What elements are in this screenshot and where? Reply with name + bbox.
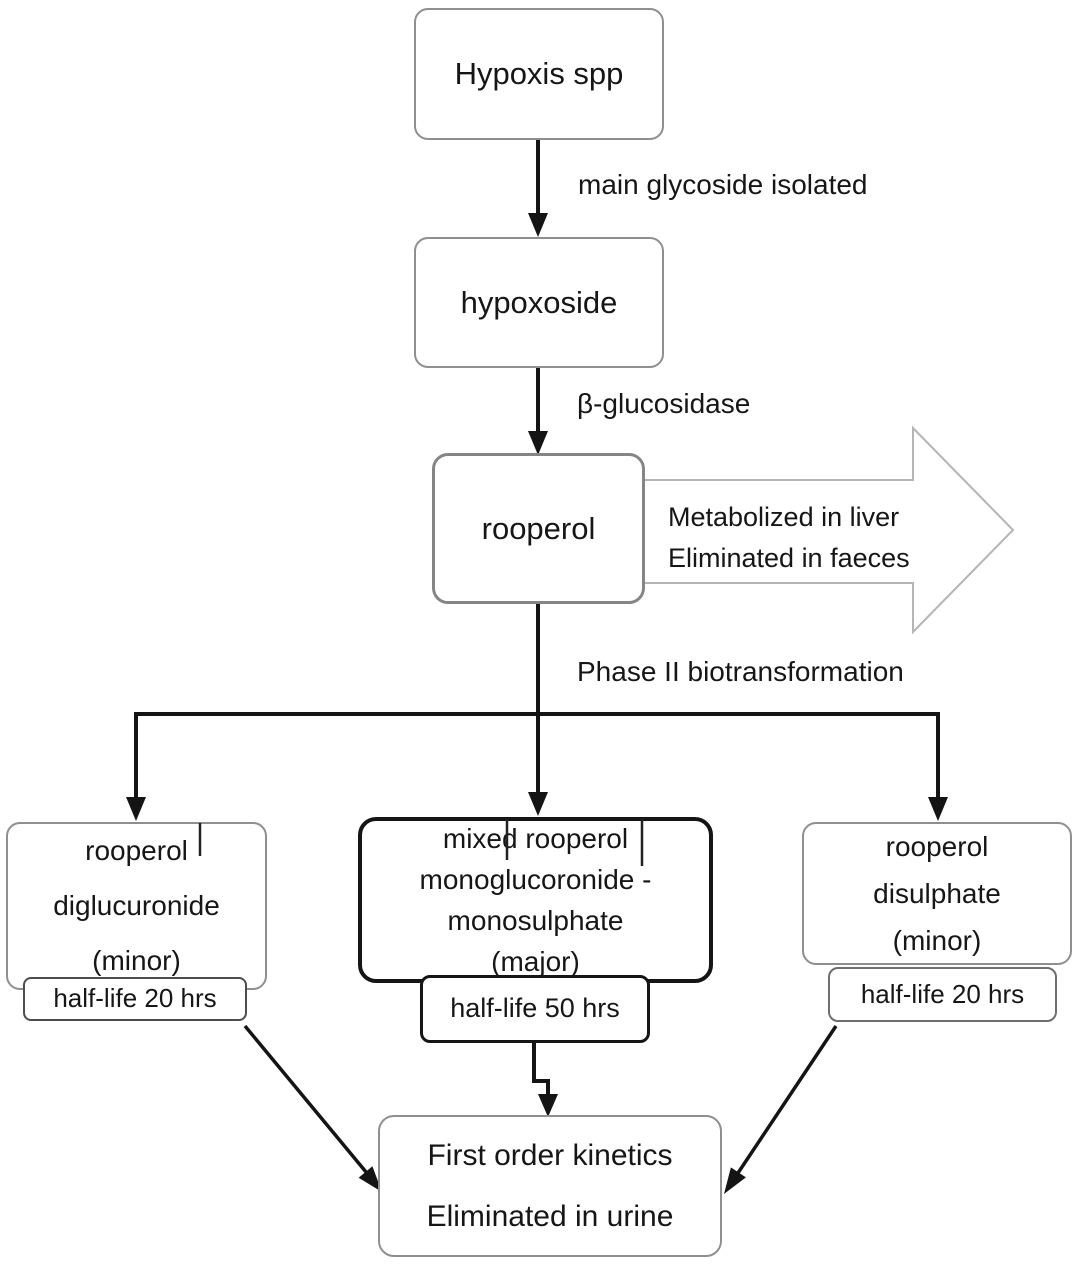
node-line: First order kinetics [427,1139,673,1172]
edge-label-main-glycoside-isolated: main glycoside isolated [578,169,868,200]
node-line: diglucuronide [53,889,220,921]
node-hypoxoside: hypoxoside [414,237,664,368]
arrowhead-right-metabolite [928,797,948,821]
node-mixed-rooperol-monoglucoronide-monosulphate: mixed rooperol monoglucoronide - monosul… [358,817,713,983]
arrowhead-left-metabolite [126,797,146,821]
half-life-left-label: half-life 20 hrs [53,983,217,1014]
node-line: disulphate [873,878,1001,909]
node-rooperol: rooperol [432,453,645,604]
node-line: monoglucoronide - [419,864,652,895]
node-hypoxoside-label: hypoxoside [460,284,618,320]
node-line: Eliminated in urine [426,1200,674,1233]
half-life-center-box: half-life 50 hrs [420,975,650,1043]
connector-right-outcome [736,1025,838,1174]
half-life-right-box: half-life 20 hrs [828,967,1057,1022]
node-line: (minor) [92,944,181,976]
node-line: rooperol [85,835,188,867]
node-hypoxis-label: Hypoxis spp [454,56,624,92]
node-rooperol-label: rooperol [481,510,596,546]
node-rooperol-disulphate: rooperol disulphate (minor) [802,822,1072,965]
node-line: (minor) [892,925,982,956]
node-line: monosulphate [447,905,624,936]
block-arrow-right [599,425,1015,635]
arrowhead-outcome-center [538,1094,558,1117]
node-line: mixed rooperol [442,823,629,854]
half-life-center-label: half-life 50 hrs [450,993,620,1024]
node-line: (major) [491,946,580,977]
arrowhead-rooperol [528,431,548,455]
edge-label-phase2-biotransformation: Phase II biotransformation [577,656,904,687]
half-life-right-label: half-life 20 hrs [860,978,1025,1009]
arrowhead-center-metabolite [528,792,548,816]
block-arrow-caption-line: Metabolized in liver [668,502,900,532]
connector-left-outcome [243,1024,368,1174]
node-line: rooperol [885,831,989,862]
half-life-left-box: half-life 20 hrs [23,977,247,1021]
connector-center-outcome [532,1043,550,1096]
arrowhead-hypoxoside [528,213,548,237]
arrowhead-outcome-left [358,1166,382,1192]
block-arrow-caption: Metabolized in liver Eliminated in faece… [668,497,910,579]
node-rooperol-diglucuronide: rooperol diglucuronide (minor) [6,822,267,990]
node-hypoxis-spp: Hypoxis spp [414,8,664,140]
node-first-order-kinetics: First order kinetics Eliminated in urine [378,1115,722,1257]
edge-label-beta-glucosidase: β-glucosidase [577,388,751,419]
block-arrow-caption-line: Eliminated in faeces [668,543,910,573]
arrowhead-outcome-right [724,1167,746,1194]
